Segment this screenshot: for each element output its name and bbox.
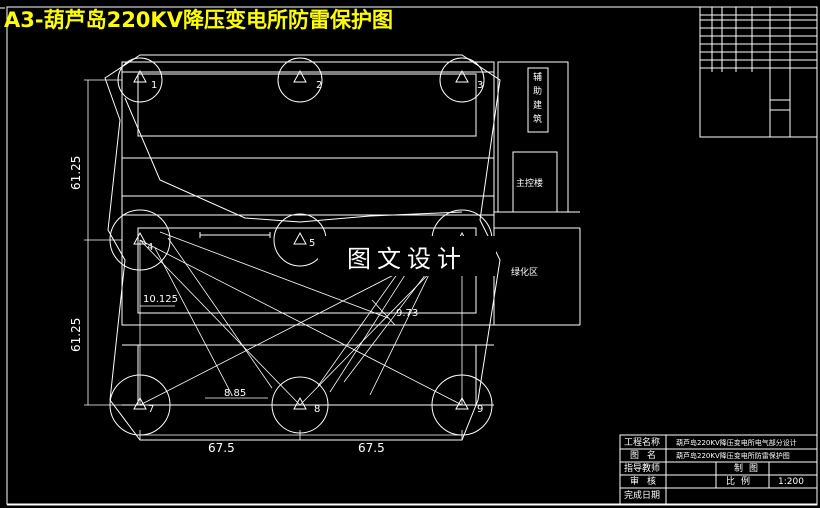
tb-scale-value: 1:200 (778, 477, 804, 487)
dim-bx3: 9.73 (396, 308, 418, 319)
main-control-label: 主控楼 (516, 177, 543, 189)
rod-label: 7 (148, 404, 154, 415)
tb-label-instructor: 指导教师 (624, 462, 660, 474)
tb-label-project: 工程名称 (624, 436, 660, 448)
dim-vertical-bottom: 61.25 (69, 318, 83, 352)
tb-scale-label: 比例 (726, 475, 756, 487)
tb-label-date: 完成日期 (624, 489, 660, 501)
dim-vertical-top: 61.25 (69, 156, 83, 190)
dim-bx1: 10.125 (143, 294, 178, 305)
aux-building-label-box (527, 67, 549, 133)
revision-table (699, 6, 818, 138)
tb-label-drawing: 图名 (630, 449, 664, 461)
aux-building-label: 助 (533, 85, 542, 97)
aux-building-label: 辅 (533, 71, 542, 83)
tb-drawn-label: 制图 (734, 462, 764, 474)
dim-horizontal-right: 67.5 (358, 441, 385, 455)
drawing-frame (6, 6, 818, 505)
title-block (619, 434, 818, 506)
rod-label: 3 (477, 80, 483, 91)
drawing-title: A3-葫芦岛220KV降压变电所防雷保护图 (4, 8, 393, 32)
rod-label: 2 (316, 80, 322, 91)
yard-outline (121, 61, 495, 406)
aux-building-label: 建 (533, 99, 542, 111)
green-area-label: 绿化区 (511, 266, 538, 278)
rod-label: 4 (147, 242, 153, 253)
tb-project-name: 葫芦岛220KV降压变电所电气部分设计 (676, 438, 797, 447)
tb-drawing-name: 葫芦岛220KV降压变电所防雷保护图 (676, 451, 790, 460)
rod-label: 5 (309, 238, 315, 249)
rod-label: 9 (477, 404, 483, 415)
rod-label: 1 (151, 80, 157, 91)
aux-building-label: 筑 (533, 113, 542, 125)
tb-label-review: 审核 (630, 475, 664, 487)
dim-bx2: 8.85 (224, 388, 246, 399)
dim-horizontal-left: 67.5 (208, 441, 235, 455)
protection-zone (104, 54, 501, 441)
dimension-lines (84, 79, 463, 440)
watermark-banner: 图文设计 (318, 236, 496, 276)
rod-label: 8 (314, 404, 320, 415)
